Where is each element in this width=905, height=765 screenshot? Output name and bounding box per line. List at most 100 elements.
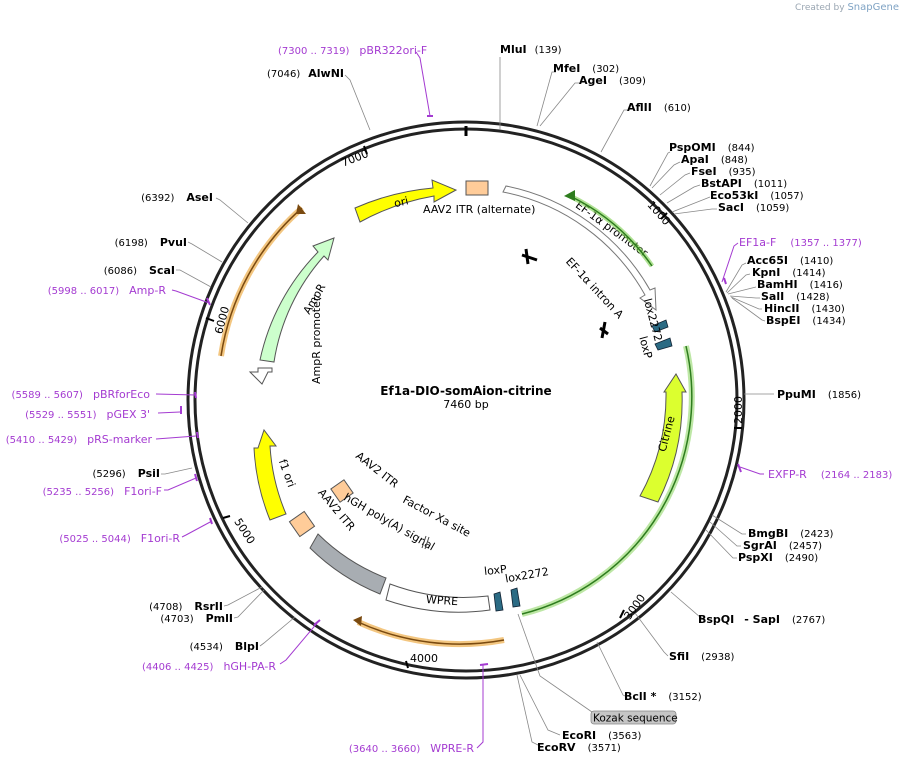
ampr-highlight-head (296, 204, 306, 214)
primer-label-prs-marker: (5410 .. 5429)pRS-marker (6, 433, 153, 446)
leader-eco53ki (671, 196, 711, 213)
scale-ticks: 1000 2000 3000 4000 5000 6000 7000 (205, 145, 745, 669)
aav2-itr-alternate-feature (465, 180, 489, 196)
primer-leaders (155, 51, 764, 749)
loxp-top-feature (654, 337, 673, 351)
primer-label-pbrforeco: (5589 .. 5607)pBRforEco (12, 388, 151, 401)
site-label-rsrii: (4708)RsrII (149, 600, 223, 613)
site-label-pmli: (4703)PmlI (160, 612, 233, 625)
snapgene-logo-text: SnapGene (847, 2, 899, 13)
primer-leader-f1ori-f (164, 477, 197, 491)
site-leaders (161, 57, 774, 747)
primer-leader-ef1a-f (721, 242, 739, 283)
primer-mark-exfp (737, 463, 742, 473)
leader-kpni (726, 273, 751, 294)
primer-label-f1ori-r: (5025 .. 5044)F1ori-R (59, 532, 180, 545)
f1-ori-label: f1 ori (276, 458, 298, 489)
site-label-mfei: MfeI(302) (553, 62, 619, 75)
snapgene-credit: Created by SnapGene (795, 2, 899, 13)
primer-label-ef1a-f: EF1a-F(1357 .. 1377) (739, 236, 862, 249)
leader-pmli (233, 589, 265, 619)
leader-apai (651, 161, 681, 189)
citrine-highlight-core (521, 345, 693, 615)
site-label-alwni: (7046)AlwNI (267, 67, 344, 80)
primer-leader-amp-r (171, 289, 210, 304)
site-label-blpi: (4534)BlpI (190, 640, 259, 653)
leader-pvui (187, 241, 223, 263)
tick-mark-4000 (405, 660, 409, 669)
aav2-itr-left-feature (330, 479, 354, 503)
citrine-feature (639, 373, 687, 503)
primer-leader-pgex (157, 411, 181, 414)
loxp-top-label: loxP (636, 335, 654, 361)
primer-mark-wpre-r (479, 663, 489, 666)
tick-label-1000: 1000 (645, 198, 673, 228)
leader-psii (161, 467, 193, 475)
leader-pspomi (649, 151, 671, 187)
ef1a-highlight-core (569, 195, 653, 267)
leader-bamhi (727, 286, 757, 295)
primer-mark-ef1a-f (723, 277, 727, 285)
aav2-itr-left-label: AAV2 ITR (353, 449, 401, 490)
site-label-hincii: HincII(1430) (764, 302, 845, 315)
intron-bar-bottom-stem (600, 321, 607, 339)
site-label-fsei: FseI(935) (691, 165, 756, 178)
leader-sgrai (709, 521, 741, 547)
wpre-label: WPRE (426, 593, 459, 608)
primer-label-f1ori-f: (5235 .. 5256)F1ori-F (43, 485, 162, 498)
site-label-sgrai: SgrAI(2457) (743, 539, 822, 552)
leader-bspqi (670, 591, 705, 620)
tick-mark-3000 (619, 609, 625, 619)
tick-mark-1000 (660, 212, 668, 220)
site-label-scai: (6086)ScaI (104, 264, 175, 277)
primer-label-pgex: (5529 .. 5551)pGEX 3' (25, 408, 150, 421)
leader-kozak (517, 613, 593, 713)
polya-highlight-arc (356, 619, 505, 648)
backbone-outer (186, 120, 746, 680)
site-label-pspomi: PspOMI(844) (669, 141, 755, 154)
kozak-badge (590, 710, 677, 725)
leader-acc65i (725, 262, 747, 293)
site-labels-left: (7046)AlwNI (6392)AseI (6198)PvuI (6086)… (92, 67, 344, 653)
site-label-aflii: AflII(610) (627, 101, 691, 114)
ampr-highlight-arc (218, 205, 304, 357)
leader-mfei (536, 71, 556, 127)
primer-leader-pbrforeco (155, 393, 197, 396)
primer-label-exfp: EXFP-R(2164 .. 2183) (768, 468, 892, 481)
loxp-bottom-label: loxP (483, 563, 507, 578)
site-label-kpni: KpnI(1414) (752, 266, 826, 279)
primer-mark-f1ori-r (209, 517, 213, 525)
ori-label: ori (393, 194, 410, 210)
credit-prefix: Created by (795, 3, 845, 13)
tick-label-3000: 3000 (621, 592, 648, 622)
site-label-pvui: (6198)PvuI (115, 236, 187, 249)
tick-mark-5000 (222, 515, 231, 519)
primer-mark-prs-marker (196, 431, 199, 439)
site-label-pspxi: PspXI(2490) (738, 551, 818, 564)
ef1a-intron-label: EF-1α intron A (563, 255, 626, 322)
primer-mark-f1ori-f (194, 473, 198, 482)
primer-mark-amp-r (206, 297, 211, 306)
leader-asei (215, 197, 249, 224)
site-label-bmgbi: BmgBI(2423) (748, 527, 834, 540)
ampr-promoter-feature (248, 367, 273, 385)
leader-pspxi (705, 529, 737, 559)
primer-leader-pbr322ori (415, 51, 431, 117)
factor-xa-mark (421, 535, 427, 549)
ef1a-promoter-feature (502, 185, 657, 312)
leader-sali (729, 295, 760, 299)
primer-label-pbr322ori: (7300 .. 7319)pBR322ori-F (278, 44, 427, 57)
polya-highlight-head (353, 616, 362, 626)
leader-bspei (731, 297, 766, 322)
site-labels-right: MluI(139) MfeI(302) AgeI(309) AflII(610)… (500, 43, 861, 754)
leader-aflii (600, 109, 628, 153)
lox2272-top-feature (651, 319, 669, 333)
site-label-ecori: EcoRI(3563) (562, 729, 642, 742)
ori-feature (354, 179, 458, 223)
tick-mark-7000 (363, 145, 368, 155)
site-label-bstapi: BstAPI(1011) (701, 177, 787, 190)
site-label-mlui: MluI(139) (500, 43, 562, 56)
aav2-itr-bottom-feature (288, 510, 316, 538)
primer-label-amp-r: (5998 .. 6017)Amp-R (48, 284, 167, 297)
